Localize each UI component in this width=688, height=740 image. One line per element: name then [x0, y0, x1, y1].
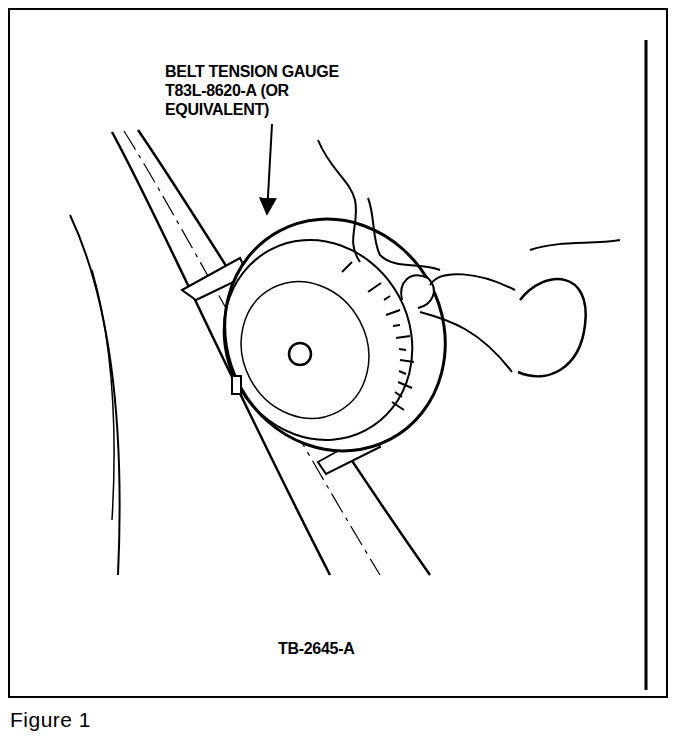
gauge-hub [289, 343, 311, 365]
figure-caption: Figure 1 [10, 708, 91, 732]
hand-outline [420, 312, 512, 372]
gauge-face [189, 207, 447, 474]
hand-outline [530, 240, 620, 250]
gauge-inner [217, 259, 392, 441]
leader-arrow [267, 124, 272, 214]
figure-code: TB-2645-A [278, 639, 354, 658]
hand-outline [430, 274, 515, 290]
frame-rule [645, 40, 648, 690]
hand-outline [318, 140, 360, 262]
frame [9, 9, 667, 697]
pulley-edge [92, 270, 114, 520]
hand-outline [368, 198, 440, 270]
belt-edge [112, 132, 330, 575]
fingertip [401, 275, 434, 308]
thumb [518, 279, 586, 376]
gauge-hook [232, 376, 241, 394]
pulley-edge [70, 215, 120, 575]
part-label: BELT TENSION GAUGE T83L-8620-A (OR EQUIV… [165, 62, 365, 119]
gauge-body [184, 180, 486, 490]
